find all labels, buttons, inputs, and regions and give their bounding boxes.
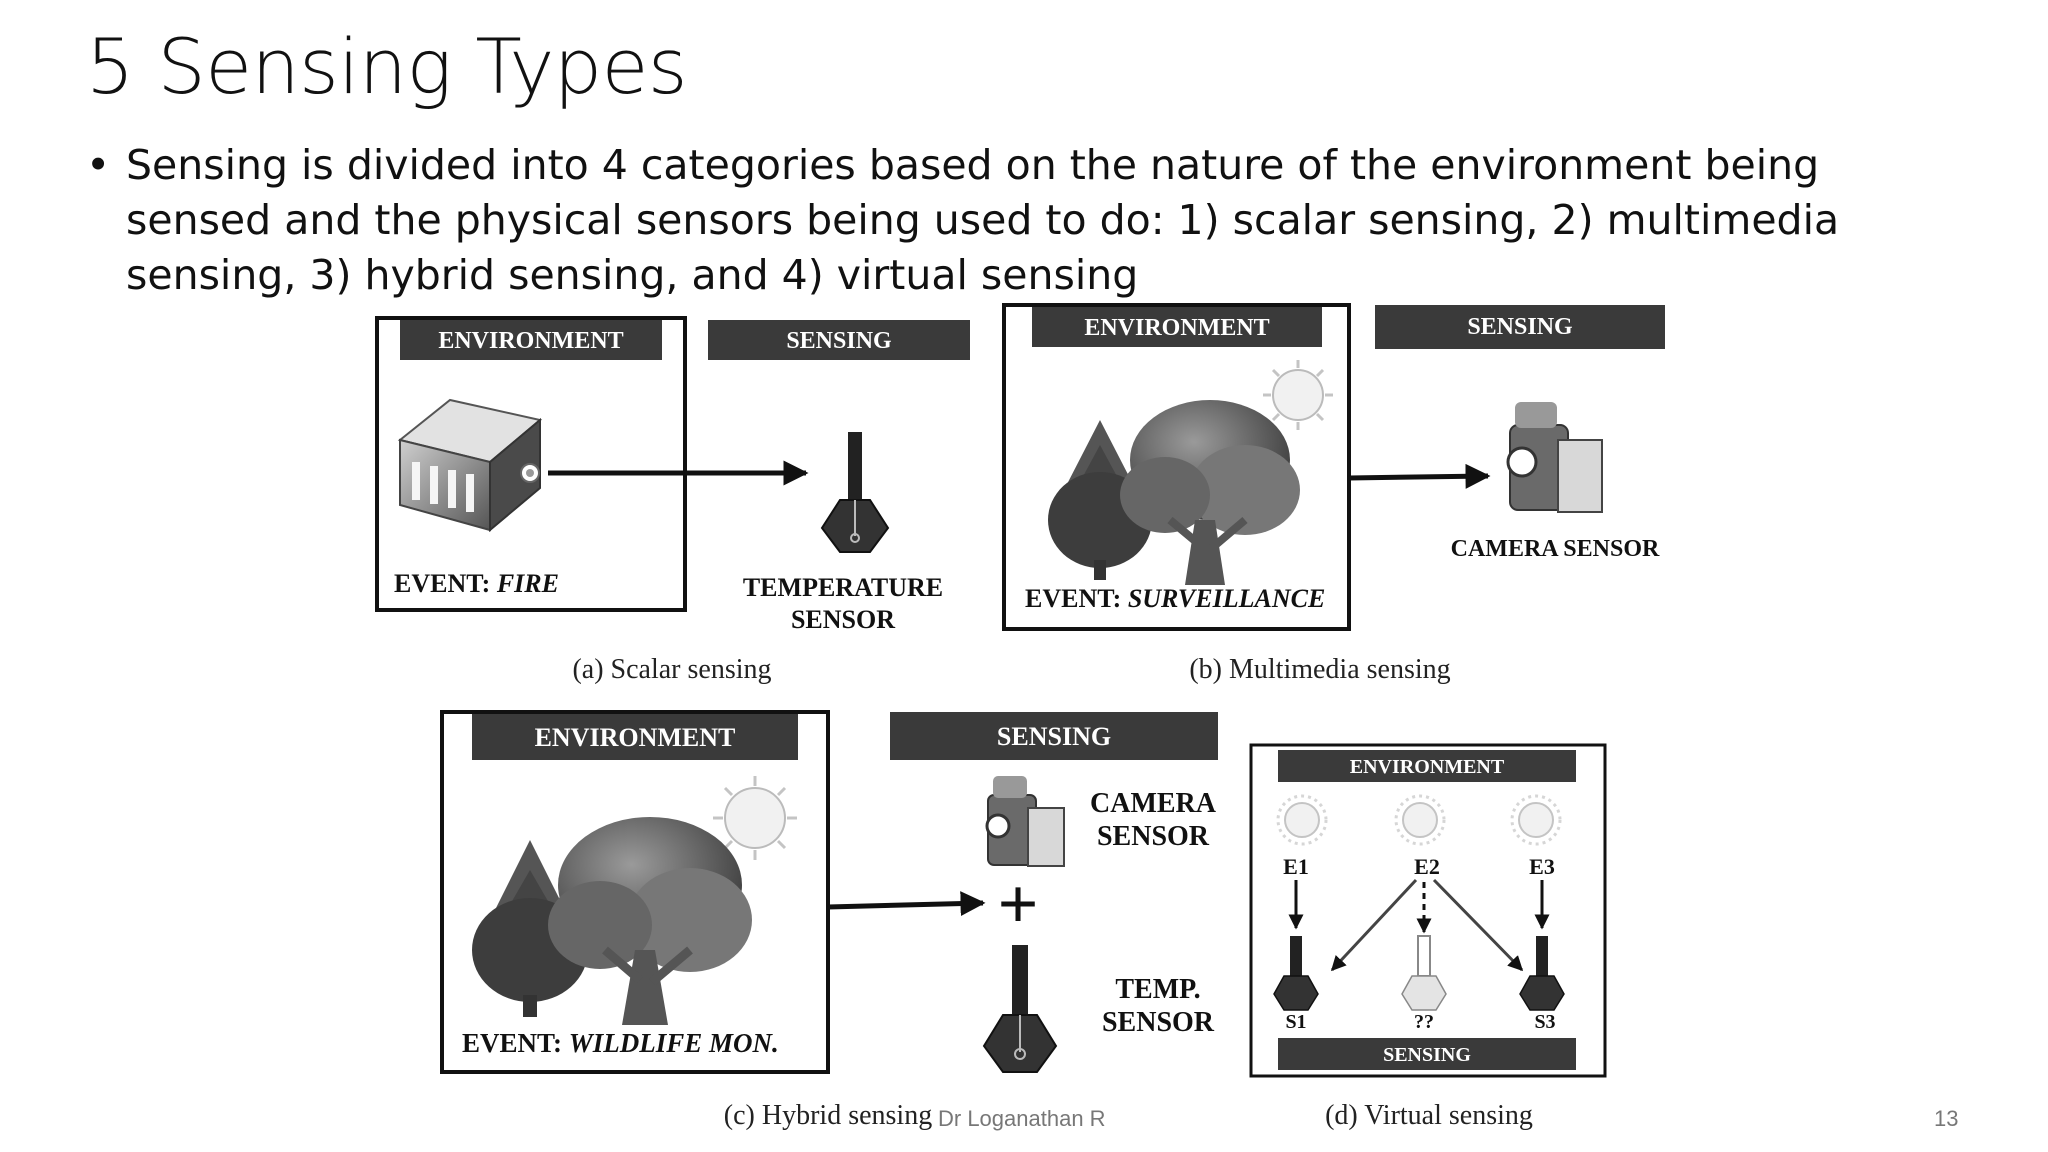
event-label: EVENT: SURVEILLANCE xyxy=(1025,584,1325,613)
camera-icon xyxy=(985,776,1065,867)
event-label-e3: E3 xyxy=(1529,854,1555,879)
event-label-e2: E2 xyxy=(1414,854,1440,879)
caption-hybrid: (c) Hybrid sensing xyxy=(724,1100,932,1131)
temperature-sensor-icon xyxy=(982,945,1058,1073)
environment-label: ENVIRONMENT xyxy=(1084,315,1269,341)
sun-icon-e1 xyxy=(1276,794,1328,846)
sensing-label-bar xyxy=(890,712,1218,760)
caption-virtual: (d) Virtual sensing xyxy=(1325,1100,1533,1131)
sun-icon xyxy=(1263,360,1333,430)
arrow-event-to-sensors xyxy=(827,891,986,917)
temperature-sensor-icon xyxy=(820,432,890,553)
sun-icon-e3 xyxy=(1510,794,1562,846)
arrow-e2-to-s1 xyxy=(1330,878,1418,972)
sensing-label-bar xyxy=(708,320,970,360)
caption-scalar: (a) Scalar sensing xyxy=(572,654,771,685)
fire-spark-icon xyxy=(520,463,540,483)
bullet-text: Sensing is divided into 4 categories bas… xyxy=(126,141,1840,299)
slide-title: 5 Sensing Types xyxy=(86,22,687,111)
sun-icon xyxy=(713,776,797,860)
sensing-label: SENSING xyxy=(997,722,1111,751)
panel-hybrid-sensing: ENVIRONMENT SENSING EVENT: WILDLIFE xyxy=(440,710,1218,1131)
arrow-event-to-sensor xyxy=(1348,463,1491,489)
camera-sensor-label: CAMERA SENSOR xyxy=(1451,536,1660,562)
environment-label: ENVIRONMENT xyxy=(535,723,736,752)
sensor-label-virtual: ?? xyxy=(1414,1011,1434,1033)
sensor-icon-s1 xyxy=(1273,936,1319,1011)
sensor-label-s1: S1 xyxy=(1285,1011,1306,1033)
footer-author: Dr Loganathan R xyxy=(938,1106,1106,1131)
panel-scalar-sensing: ENVIRONMENT SENSING EVENT: FIRE TEMPERAT… xyxy=(375,316,970,685)
sensing-label: SENSING xyxy=(1467,314,1573,340)
panel-multimedia-sensing: ENVIRONMENT SENSING EVENT: xyxy=(1002,303,1665,685)
arrow-e2-to-s3 xyxy=(1432,878,1524,972)
sensing-label-bar xyxy=(1375,305,1665,349)
bullet-dot: • xyxy=(86,141,111,189)
environment-label: ENVIRONMENT xyxy=(1350,756,1505,778)
virtual-outer-box xyxy=(1249,743,1607,1078)
environment-label-bar xyxy=(472,714,798,760)
environment-label: ENVIRONMENT xyxy=(438,328,623,354)
event-label: EVENT: WILDLIFE MON. xyxy=(462,1028,779,1058)
sensing-label: SENSING xyxy=(786,328,892,354)
sensing-label: SENSING xyxy=(1383,1044,1471,1066)
event-label-e1: E1 xyxy=(1283,854,1309,879)
camera-sensor-label-line1: CAMERA xyxy=(1090,788,1217,819)
oak-tree-icon xyxy=(1120,400,1300,585)
panel-virtual-sensing: ENVIRONMENT E1 E2 E3 xyxy=(1249,743,1607,1131)
environment-label-bar xyxy=(400,320,662,360)
temperature-sensor-label-line2: SENSOR xyxy=(791,605,895,634)
oak-tree-icon xyxy=(548,817,752,1025)
camera-sensor-label-line2: SENSOR xyxy=(1097,821,1210,852)
sensor-icon-s3 xyxy=(1519,936,1565,1011)
page-number: 13 xyxy=(1934,1106,1959,1131)
environment-label-bar xyxy=(1032,307,1322,347)
plus-icon: + xyxy=(997,864,1038,944)
temperature-sensor-label-line1: TEMPERATURE xyxy=(743,573,943,602)
environment-label-bar xyxy=(1278,750,1576,782)
sensor-icon-virtual xyxy=(1401,935,1447,1011)
building-icon xyxy=(397,398,543,533)
sensor-label-s3: S3 xyxy=(1534,1011,1555,1033)
sun-icon-e2 xyxy=(1394,794,1446,846)
camera-icon xyxy=(1506,402,1603,513)
temp-sensor-label-line1: TEMP. xyxy=(1115,974,1200,1005)
caption-multimedia: (b) Multimedia sensing xyxy=(1189,654,1450,685)
temp-sensor-label-line2: SENSOR xyxy=(1102,1007,1215,1038)
event-label: EVENT: FIRE xyxy=(394,569,559,598)
sensing-label-bar xyxy=(1278,1038,1576,1070)
